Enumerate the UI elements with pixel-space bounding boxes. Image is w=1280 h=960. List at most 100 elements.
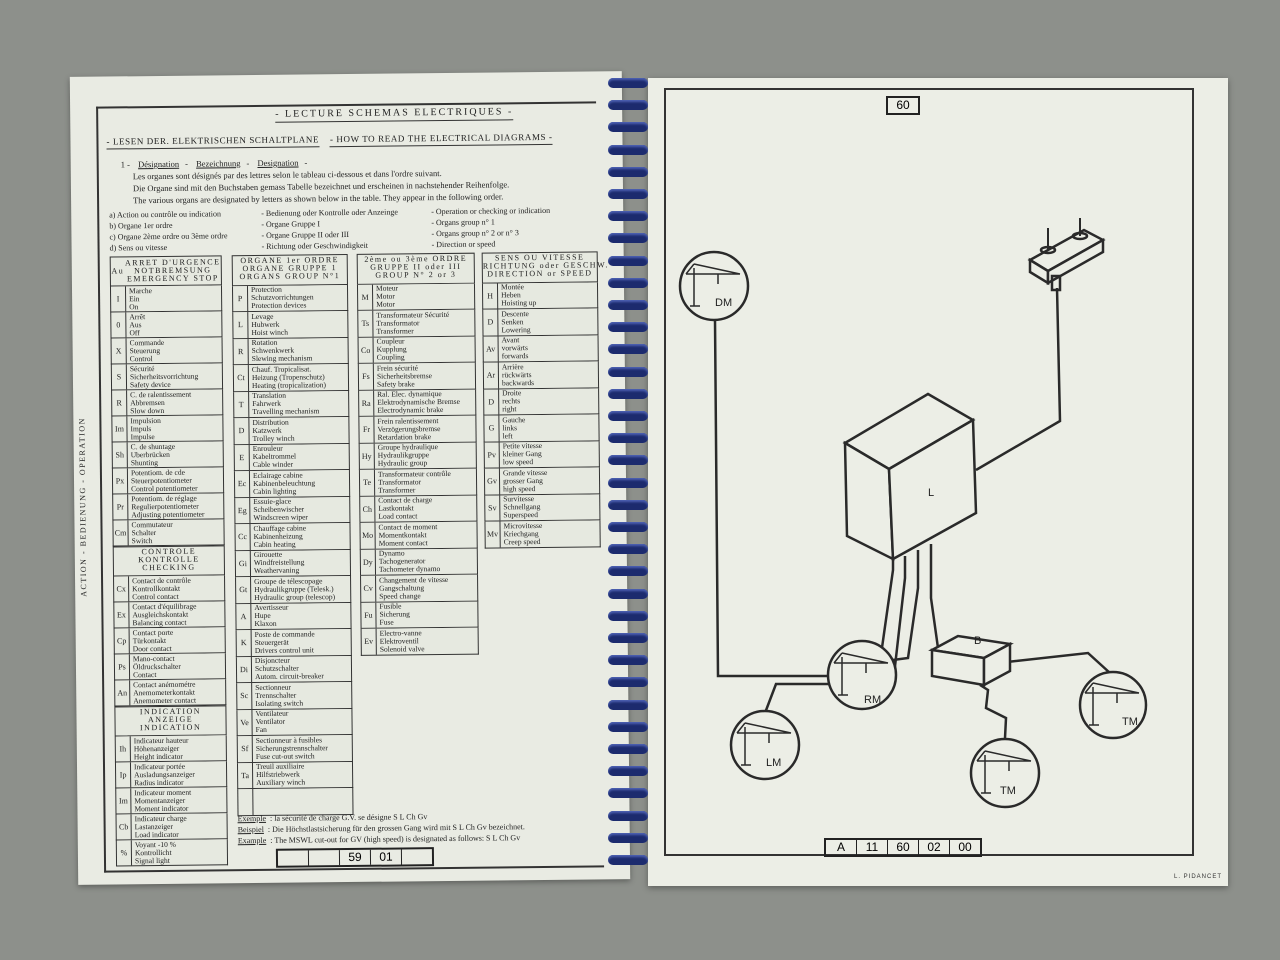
number-box: 02 [919, 840, 950, 855]
row-code: Ps [114, 654, 131, 680]
page-number-text: 60 [896, 98, 910, 112]
row-line: left [502, 431, 513, 441]
controller-cable-gland [1050, 274, 1062, 292]
row-line: Heating (tropicalization) [251, 379, 327, 390]
number-box: 11 [857, 840, 888, 855]
binding-loop [608, 788, 648, 799]
row-line: Retardation brake [377, 431, 432, 442]
row-line: Slewing mechanism [251, 353, 313, 364]
crane-icon-rm [826, 639, 898, 711]
row-line: Fuse [379, 617, 394, 627]
row-line: Hoist winch [251, 327, 288, 337]
binding-loop [608, 633, 648, 643]
binding-loop [608, 477, 648, 488]
row-line: Safety brake [376, 379, 415, 389]
row-line: Load indicator [134, 829, 179, 839]
row-line: Speed change [379, 591, 421, 601]
row-line: forwards [501, 351, 529, 361]
binding-loop [608, 255, 648, 266]
row-line: Adjusting potentiometer [131, 509, 205, 519]
binding-loop [608, 322, 648, 333]
row-code: Di [236, 656, 253, 683]
binding-loop [608, 655, 648, 666]
row-line: Balancing contact [132, 617, 187, 627]
header-line: DIRECTION or SPEED [487, 268, 593, 279]
row-code: Gi [235, 550, 252, 577]
row-code: Pv [484, 441, 500, 468]
number-box: 59 [339, 849, 372, 866]
title-german: - LESEN DER. ELEKTRISCHEN SCHALTPLANE [106, 134, 320, 150]
heading-en: Designation [257, 157, 299, 168]
row-code: Ex [114, 602, 130, 628]
row-line: Trolley winch [252, 433, 295, 443]
row-code: S [111, 364, 128, 390]
joystick-base [1039, 245, 1057, 255]
binding-loop [608, 455, 648, 466]
wire-controller [975, 287, 1062, 472]
cabinet-label: L [928, 487, 934, 499]
number-box [308, 850, 341, 866]
tm-bottom-label: TM [1000, 785, 1016, 797]
row-line: Electrodynamic brake [377, 405, 444, 415]
legend-item: c) Organe 2ème ordre ou 3ème ordre [109, 231, 228, 242]
binding-loop [608, 855, 648, 865]
binding-loop [608, 499, 648, 510]
spiral-binding [600, 70, 660, 890]
row-line: Switch [131, 535, 153, 545]
row-line: Moment indicator [134, 803, 189, 813]
row-code: Eg [235, 497, 251, 524]
row-code: Ts [358, 310, 374, 337]
binding-loop [608, 277, 648, 288]
row-code: Px [112, 468, 129, 494]
row-code: P [232, 285, 249, 312]
row-code: Av [483, 335, 499, 362]
legend-item: a) Action ou contrôle ou indication [109, 209, 222, 220]
row-line: Off [129, 327, 140, 337]
row-line: Slow down [130, 405, 165, 415]
binding-loop [608, 522, 648, 532]
header-line: CHECKING [142, 562, 196, 573]
legend-item: - Richtung oder Geschwindigkeit [261, 240, 369, 251]
row-line: Cabin lighting [253, 486, 297, 496]
binding-loop [608, 699, 648, 710]
row-code: Dy [360, 549, 377, 575]
row-code: Ra [359, 390, 375, 416]
row-code: E [234, 444, 250, 471]
row-code: Fu [361, 602, 377, 628]
row-code: I [110, 286, 127, 312]
row-code: D [483, 309, 499, 336]
title-english: - HOW TO READ THE ELECTRICAL DIAGRAMS - [329, 131, 553, 148]
row-line: Drivers control unit [254, 645, 314, 655]
binding-loop [608, 721, 648, 732]
number-box: 01 [370, 849, 403, 865]
row-code: Im [112, 416, 128, 442]
row-line: Transformer [376, 326, 414, 336]
binding-loop [608, 344, 648, 355]
